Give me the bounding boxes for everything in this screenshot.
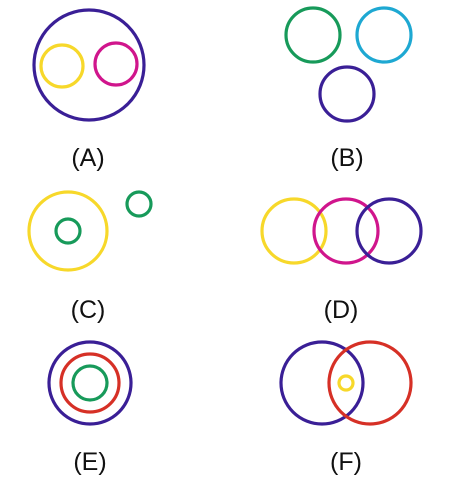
option-e[interactable]: (E) — [47, 340, 133, 476]
option-b-indigo-circle — [318, 65, 376, 123]
option-d-magenta-circle — [312, 197, 380, 265]
option-e-label: (E) — [73, 448, 106, 476]
option-b-label: (B) — [330, 144, 363, 172]
option-a-label: (A) — [71, 144, 104, 172]
option-f-label: (F) — [330, 448, 362, 476]
option-b-cyan-circle — [355, 6, 413, 64]
option-a-outer-indigo-circle — [32, 8, 146, 122]
option-c-outer-green-circle — [125, 190, 153, 218]
option-b[interactable]: (B) — [284, 6, 413, 172]
option-f[interactable]: (F) — [279, 340, 413, 476]
option-e-green-circle — [71, 364, 109, 402]
option-c-label: (C) — [71, 296, 106, 324]
option-a-yellow-circle — [39, 43, 85, 89]
option-c[interactable]: (C) — [27, 190, 153, 324]
option-f-red-circle — [327, 340, 413, 426]
option-a[interactable]: (A) — [32, 8, 146, 172]
option-f-yellow-circle — [337, 374, 355, 392]
option-c-yellow-circle — [27, 190, 109, 272]
option-e-indigo-circle — [47, 340, 133, 426]
option-f-indigo-circle — [279, 340, 365, 426]
option-d[interactable]: (D) — [260, 197, 423, 324]
option-d-label: (D) — [324, 296, 359, 324]
option-d-indigo-circle — [355, 197, 423, 265]
option-e-red-circle — [59, 352, 121, 414]
option-a-magenta-circle — [93, 41, 139, 87]
option-b-green-circle — [284, 6, 342, 64]
option-d-yellow-circle — [260, 197, 328, 265]
option-c-inner-green-circle — [54, 217, 82, 245]
